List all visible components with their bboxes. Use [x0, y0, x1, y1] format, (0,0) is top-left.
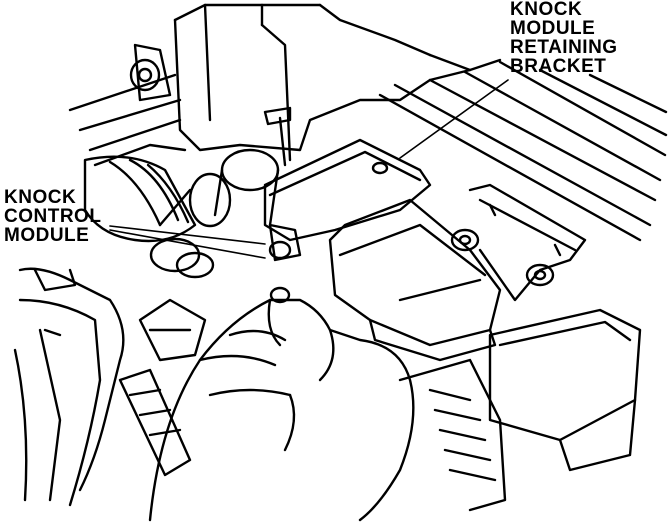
label-line: KNOCK [510, 0, 583, 20]
label-line: CONTROL [4, 206, 102, 227]
manifold-runners [378, 60, 668, 242]
label-knock-module-retaining-bracket: KNOCK MODULE RETAINING BRACKET [510, 0, 618, 76]
wiring-harness [13, 267, 125, 507]
label-knock-control-module: KNOCK CONTROL MODULE [4, 188, 101, 245]
label-line: MODULE [4, 225, 90, 246]
connector-clamp [118, 298, 207, 477]
knock-control-module-box [328, 198, 502, 362]
leader-line-kcm-2 [109, 229, 266, 259]
leader-line-kcm-1 [109, 225, 266, 245]
engine-body-panel [173, 3, 502, 162]
label-line: KNOCK [4, 187, 77, 208]
label-line: MODULE [510, 18, 596, 39]
leader-lines [109, 79, 509, 259]
lower-duct [398, 358, 507, 512]
mounting-bracket [450, 183, 587, 302]
connector-cylinders [149, 148, 280, 279]
lower-right-box [488, 308, 642, 472]
upper-bolt [129, 43, 172, 102]
retaining-bracket [263, 106, 432, 242]
label-line: RETAINING [510, 37, 618, 58]
leader-line-bracket [399, 79, 509, 159]
module-bolts [268, 223, 302, 304]
label-line: BRACKET [510, 56, 607, 77]
hand [148, 298, 415, 522]
ribbed-hose [83, 155, 197, 243]
left-background-lines [68, 73, 187, 167]
